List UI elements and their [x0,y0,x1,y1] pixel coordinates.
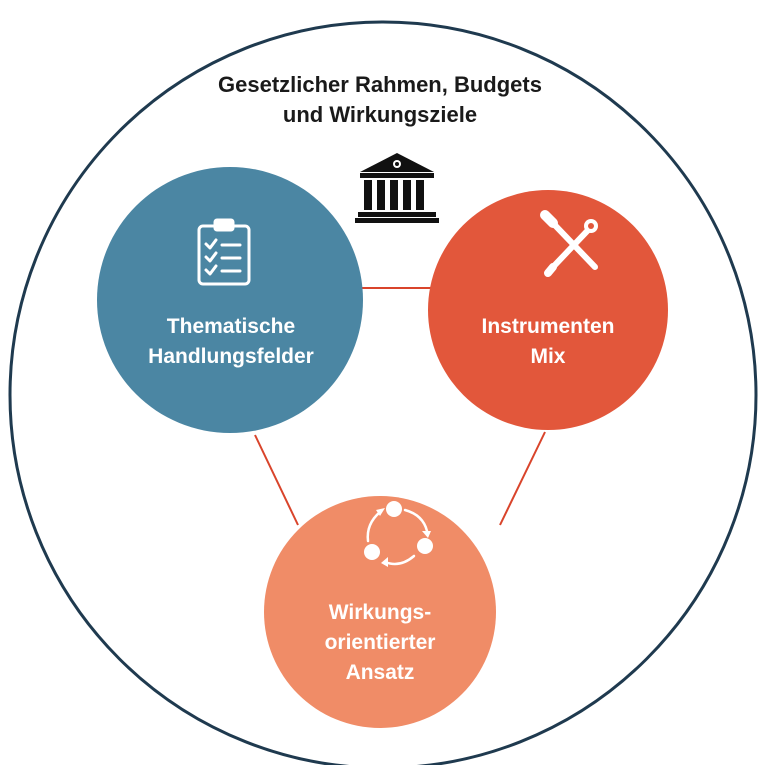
node-circle-wirkungsorientierter-ansatz [264,496,496,728]
label-instrumenten-mix: Instrumenten Mix [430,312,666,372]
node-label-line: Ansatz [345,661,415,684]
node-label-line: Handlungsfelder [148,345,314,368]
label-wirkungsorientierter-ansatz: Wirkungs- orientierter Ansatz [264,598,496,688]
government-building-icon [355,153,439,223]
node-label-line: Thematische [166,315,296,338]
node-circle-instrumenten-mix [428,190,668,430]
connector-left-bottom [254,434,299,526]
node-label-line: orientierter [324,631,436,654]
outer-title-line1: Gesetzlicher Rahmen, Budgets [218,72,542,97]
node-label-line: Wirkungs- [328,601,432,624]
outer-title-line2: und Wirkungsziele [282,102,478,127]
connector-right-bottom [499,431,546,526]
checklist-clipboard-icon [197,218,251,286]
tools-screwdriver-wrench-icon [540,210,598,277]
node-circle-thematische-handlungsfelder [97,167,363,433]
cycle-arrows-icon [364,501,433,567]
node-label-line: Mix [530,345,566,368]
node-label-line: Instrumenten [481,315,615,338]
label-thematische-handlungsfelder: Thematische Handlungsfelder [100,312,362,372]
outer-title: Gesetzlicher Rahmen, Budgets und Wirkung… [180,70,580,130]
